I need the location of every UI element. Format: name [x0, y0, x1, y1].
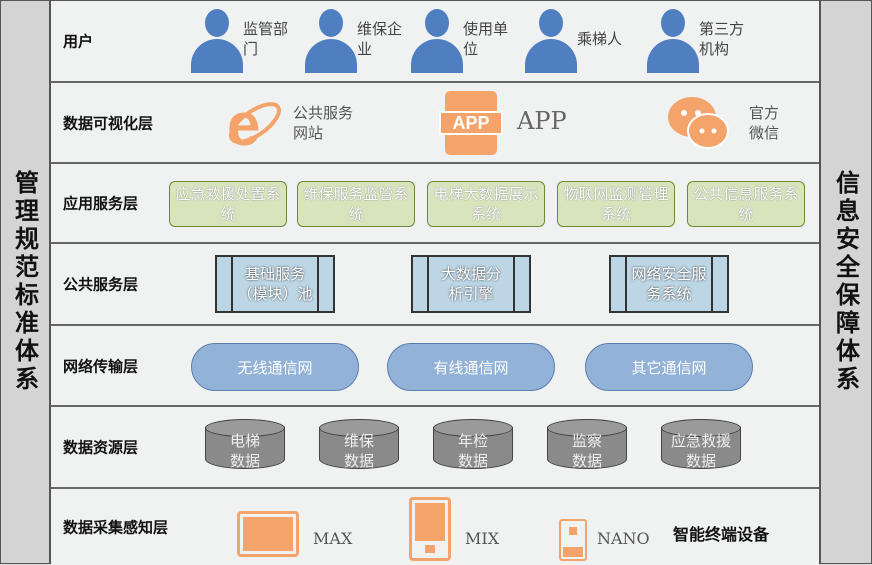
user-label: 第三方机构 — [699, 20, 745, 58]
layer-label: 网络传输层 — [63, 357, 139, 375]
network-pill: 无线通信网 — [191, 343, 359, 391]
database-cylinder: 电梯数据 — [205, 419, 285, 477]
right-label: 信息安全保障体系 — [831, 170, 861, 394]
pill-label: 其它通信网 — [631, 358, 707, 377]
layer-network: 网络传输层 无线通信网 有线通信网 其它通信网 — [51, 326, 819, 407]
person-icon — [539, 9, 563, 37]
layer-sensing: 数据采集感知层 MAX MIX NANO 智能终端设备 — [51, 489, 819, 565]
layer-public-service: 公共服务层 基础服务（模块）池 大数据分析引擎 网络安全服务系统 — [51, 244, 819, 326]
security-bar: 信息安全保障体系 — [820, 0, 872, 564]
layer-label: 用户 — [63, 32, 94, 51]
app-icon-text: APP — [439, 111, 503, 135]
person-icon — [319, 9, 343, 37]
box-label: 维保服务监管系统 — [303, 185, 409, 223]
service-box: 基础服务（模块）池 — [215, 255, 335, 313]
layer-label: 数据可视化层 — [63, 114, 154, 132]
layer-visualization: 数据可视化层 e 公共服务网站 APP APP 官方微信 — [51, 83, 819, 164]
database-cylinder: 维保数据 — [319, 419, 399, 477]
app-system-box: 维保服务监管系统 — [297, 181, 415, 227]
layer-users: 用户 监管部门 维保企业 使用单位 乘梯人 第三方机构 — [51, 1, 819, 83]
db-label: 监察数据 — [571, 432, 602, 470]
service-box: 网络安全服务系统 — [609, 255, 729, 313]
app-system-box: 物联网监测管理系统 — [557, 181, 675, 227]
mix-label: MIX — [465, 529, 500, 548]
svg-text:e: e — [227, 93, 260, 153]
management-standards-bar: 管理规范标准体系 — [0, 0, 50, 564]
database-cylinder: 年检数据 — [433, 419, 513, 477]
user-label: 维保企业 — [357, 20, 403, 58]
box-label: 网络安全服务系统 — [631, 265, 707, 303]
layer-stack: 用户 监管部门 维保企业 使用单位 乘梯人 第三方机构 数据可视化层 e 公共服… — [50, 0, 820, 565]
wechat-label: 官方微信 — [749, 104, 780, 142]
layer-label: 数据资源层 — [63, 438, 139, 457]
max-label: MAX — [313, 529, 353, 548]
layer-label: 应用服务层 — [63, 194, 139, 213]
nano-label: NANO — [597, 529, 650, 548]
nano-device-icon — [559, 519, 587, 561]
app-system-box: 公共信息服务系统 — [687, 181, 805, 227]
user-item: 使用单位 — [411, 9, 521, 73]
network-pill: 其它通信网 — [585, 343, 753, 391]
user-item: 维保企业 — [305, 9, 415, 73]
box-label: 大数据分析引擎 — [440, 265, 501, 303]
box-label: 应急救援处置系统 — [175, 185, 281, 223]
user-label: 监管部门 — [243, 20, 289, 58]
service-box: 大数据分析引擎 — [411, 255, 531, 313]
box-label: 物联网监测管理系统 — [563, 185, 669, 223]
user-item: 第三方机构 — [647, 9, 757, 73]
database-cylinder: 监察数据 — [547, 419, 627, 477]
user-item: 乘梯人 — [525, 9, 635, 73]
box-label: 电梯大数据展示系统 — [433, 185, 539, 223]
layer-label: 公共服务层 — [63, 275, 139, 294]
max-device-icon — [237, 511, 299, 557]
user-item: 监管部门 — [191, 9, 301, 73]
wechat-icon — [666, 93, 730, 153]
user-label: 乘梯人 — [577, 30, 623, 48]
pill-label: 无线通信网 — [237, 358, 313, 377]
db-label: 应急救援数据 — [671, 432, 732, 470]
user-label: 使用单位 — [463, 20, 509, 58]
person-icon — [425, 9, 449, 37]
person-icon — [661, 9, 685, 37]
app-system-box: 应急救援处置系统 — [169, 181, 287, 227]
app-label: APP — [517, 107, 567, 135]
left-label: 管理规范标准体系 — [10, 170, 40, 394]
network-pill: 有线通信网 — [387, 343, 555, 391]
device-label: 智能终端设备 — [673, 525, 770, 544]
layer-data-resource: 数据资源层 电梯数据 维保数据 年检数据 监察数据 应急救援数据 — [51, 407, 819, 489]
ie-browser-icon: e — [223, 91, 281, 158]
person-icon — [205, 9, 229, 37]
layer-application: 应用服务层 应急救援处置系统 维保服务监管系统 电梯大数据展示系统 物联网监测管… — [51, 164, 819, 244]
db-label: 电梯数据 — [229, 432, 260, 470]
app-phone-icon: APP — [439, 91, 503, 155]
website-label: 公共服务网站 — [293, 104, 354, 142]
box-label: 基础服务（模块）池 — [237, 265, 313, 303]
pill-label: 有线通信网 — [433, 358, 509, 377]
layer-label: 数据采集感知层 — [63, 518, 169, 537]
db-label: 维保数据 — [343, 432, 374, 470]
box-label: 公共信息服务系统 — [693, 185, 799, 223]
app-system-box: 电梯大数据展示系统 — [427, 181, 545, 227]
db-label: 年检数据 — [457, 432, 488, 470]
database-cylinder: 应急救援数据 — [661, 419, 741, 477]
mix-device-icon — [409, 497, 451, 561]
